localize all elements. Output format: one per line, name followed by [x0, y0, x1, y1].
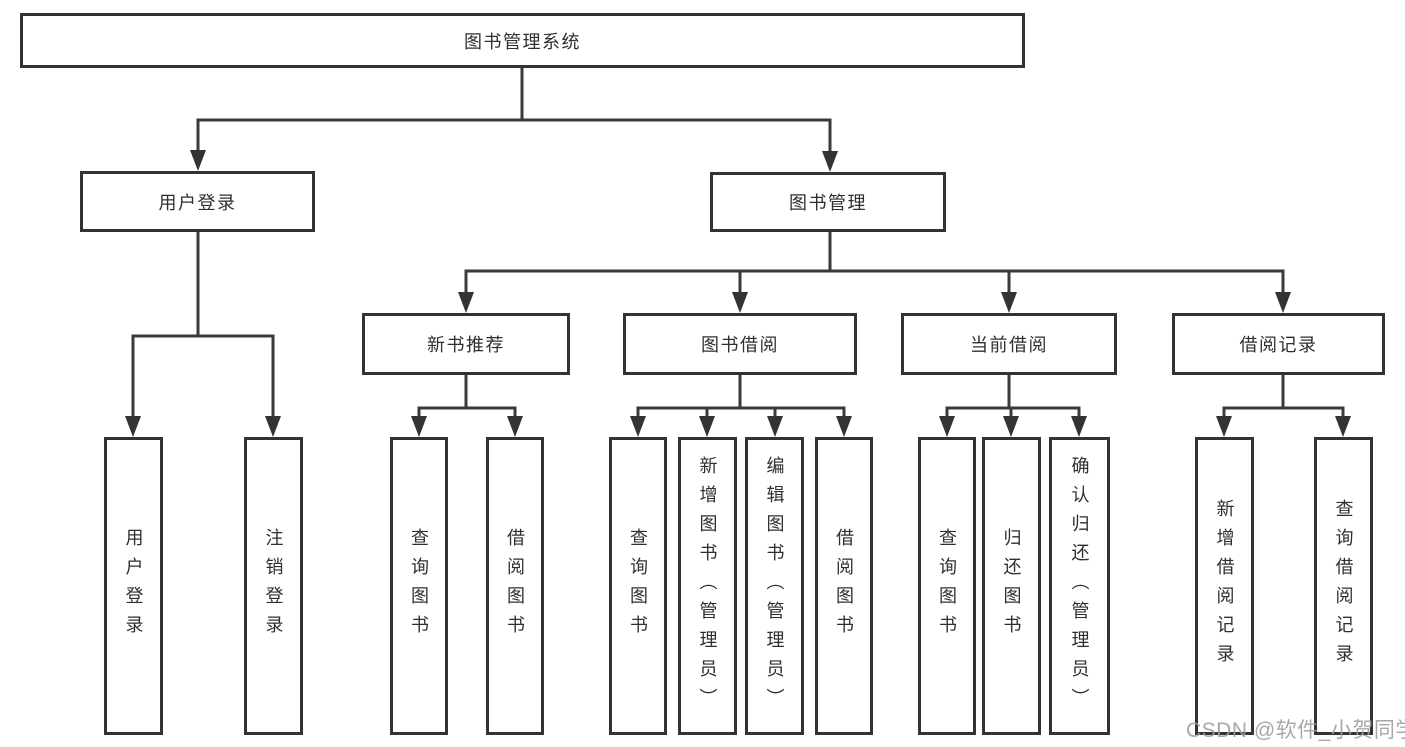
connector-root-to-level2 — [196, 66, 832, 155]
node-label: 归还图书 — [1001, 528, 1022, 644]
node-label: 借阅图书 — [505, 528, 525, 644]
node-label: 新增图书（管理员） — [697, 455, 718, 717]
node-leaf-return-books: 归还图书 — [982, 437, 1041, 735]
node-leaf-query-books-3: 查询图书 — [918, 437, 976, 735]
node-label: 借阅记录 — [1239, 335, 1318, 355]
node-leaf-confirm-return-admin: 确认归还（管理员） — [1049, 437, 1110, 735]
node-label: 查询借阅记录 — [1333, 499, 1354, 673]
watermark: CSDN @软件_小贺同学 — [1186, 719, 1405, 742]
connector-new-book-branch — [417, 373, 517, 421]
arrowheads — [125, 150, 1351, 437]
node-label: 图书管理 — [789, 193, 867, 213]
node-book-borrowing: 图书借阅 — [623, 313, 857, 375]
node-leaf-logout: 注销登录 — [244, 437, 303, 735]
node-label: 用户登录 — [158, 192, 237, 213]
node-label: 图书管理系统 — [464, 31, 581, 52]
node-label: 用户登录 — [123, 528, 144, 644]
node-label: 借阅图书 — [834, 528, 854, 644]
node-root-library-system: 图书管理系统 — [20, 13, 1025, 68]
node-leaf-user-login: 用户登录 — [104, 437, 163, 735]
node-label: 新增借阅记录 — [1214, 499, 1235, 673]
node-leaf-borrow-books-1: 借阅图书 — [486, 437, 544, 735]
connector-current-borrow-branch — [945, 373, 1081, 421]
connector-book-mgmt-branch — [464, 230, 1285, 296]
node-leaf-query-books-1: 查询图书 — [390, 437, 448, 735]
node-book-management: 图书管理 — [710, 172, 946, 232]
node-current-borrowing: 当前借阅 — [901, 313, 1117, 375]
node-user-login: 用户登录 — [80, 171, 315, 232]
connector-borrow-record-branch — [1222, 373, 1345, 421]
node-label: 注销登录 — [263, 528, 284, 644]
node-leaf-edit-books-admin: 编辑图书（管理员） — [745, 437, 804, 735]
node-label: 查询图书 — [409, 528, 429, 644]
node-label: 新书推荐 — [427, 335, 505, 355]
connector-user-login-branch — [131, 230, 275, 421]
node-new-book-recommend: 新书推荐 — [362, 313, 570, 375]
node-label: 图书借阅 — [701, 335, 779, 355]
connector-book-borrow-branch — [636, 373, 846, 421]
node-leaf-add-books-admin: 新增图书（管理员） — [678, 437, 737, 735]
node-leaf-add-borrow-record: 新增借阅记录 — [1195, 437, 1254, 735]
node-label: 查询图书 — [937, 528, 957, 644]
node-label: 当前借阅 — [970, 335, 1048, 355]
node-borrowing-records: 借阅记录 — [1172, 313, 1385, 375]
node-label: 查询图书 — [628, 528, 648, 644]
node-label: 编辑图书（管理员） — [764, 455, 785, 717]
node-leaf-borrow-books-2: 借阅图书 — [815, 437, 873, 735]
node-leaf-query-books-2: 查询图书 — [609, 437, 667, 735]
node-leaf-query-borrow-record: 查询借阅记录 — [1314, 437, 1373, 735]
node-label: 确认归还（管理员） — [1069, 455, 1090, 717]
